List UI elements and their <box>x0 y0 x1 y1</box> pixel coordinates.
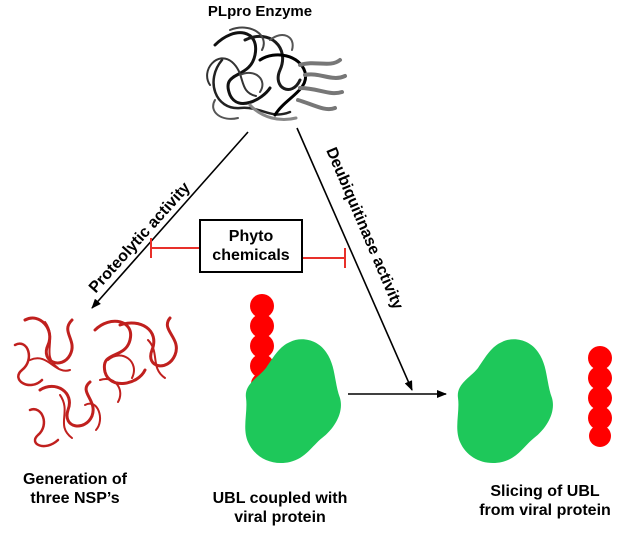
inhibition-left <box>150 238 199 258</box>
slicing-caption-line2: from viral protein <box>479 502 611 520</box>
inhibition-right <box>303 248 346 268</box>
slicing-caption: Slicing of UBL from viral protein <box>465 482 625 520</box>
plpro-enzyme-structure <box>206 26 347 121</box>
slicing-caption-line1: Slicing of UBL <box>490 483 600 500</box>
viral-protein-free <box>457 339 553 464</box>
viral-protein-coupled <box>245 339 341 464</box>
phytochemicals-line2: chemicals <box>212 247 290 264</box>
enzyme-title: PLpro Enzyme <box>207 3 313 20</box>
nsp-caption: Generation of three NSP’s <box>0 470 150 508</box>
ubl-coupled-caption: UBL coupled with viral protein <box>200 489 360 527</box>
ubl-coupled-caption-line2: viral protein <box>234 509 326 527</box>
deubiquitinase-arrow <box>296 127 413 391</box>
nsp-caption-line1: Generation of <box>22 471 127 488</box>
nsp-caption-line2: three NSP’s <box>30 490 120 508</box>
proteolytic-arrow <box>91 131 249 309</box>
phytochemicals-line1: Phyto <box>228 227 274 245</box>
ubl-coupled-caption-line1: UBL coupled with <box>212 490 348 507</box>
ubl-chain-free <box>588 346 612 447</box>
nsp-structures <box>13 316 178 448</box>
phytochemicals-box: Phyto chemicals <box>199 219 303 273</box>
